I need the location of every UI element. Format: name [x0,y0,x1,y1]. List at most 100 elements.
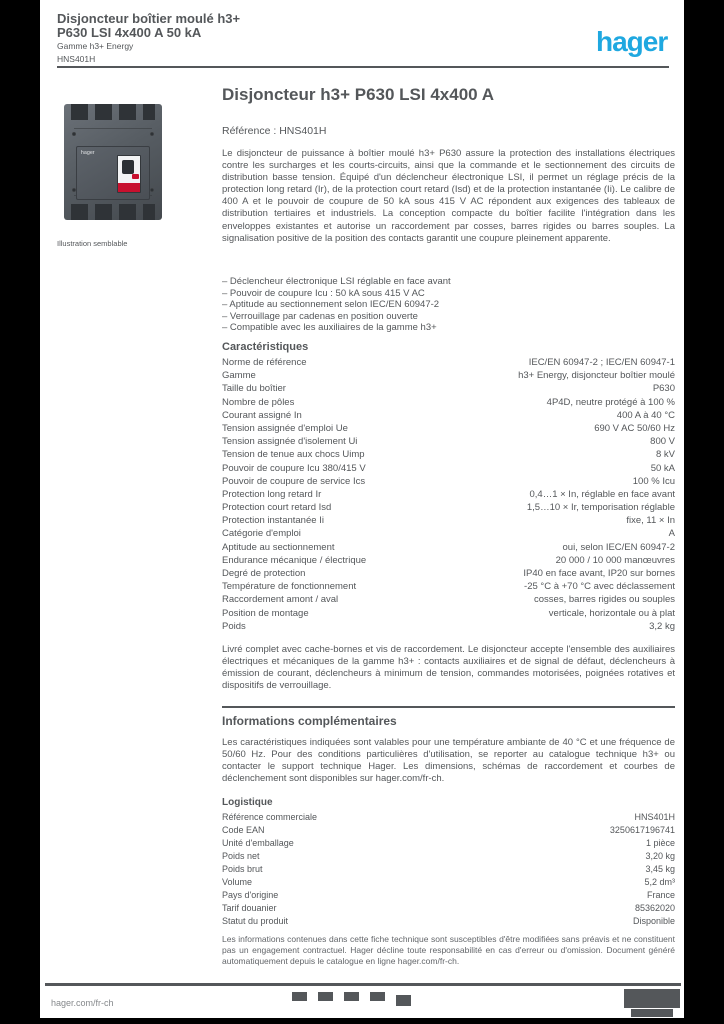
spec-row: Poids brut 3,45 kg [222,863,675,876]
spec-label: Norme de référence [222,357,307,368]
spec-label: Tension assignée d'isolement Ui [222,436,358,448]
spec-value: France [646,890,675,900]
spec-label: Protection court retard Isd [222,502,332,514]
spec-label: Position de montage [222,607,309,619]
spec-row: Pouvoir de coupure Icu 380/415 V 50 kA [222,462,675,475]
spec-value: verticale, horizontale ou à plat [548,607,675,619]
datasheet-page: Disjoncteur boîtier moulé h3+ P630 LSI 4… [40,0,684,1018]
spec-value: 3,2 kg [649,620,675,632]
spec-label: Poids [222,620,246,632]
feature-line: – Compatible avec les auxiliaires de la … [222,322,437,334]
footer-mark-icon [396,995,411,1006]
spec-value: oui, selon IEC/EN 60947-2 [562,541,675,553]
footer-badge-block-small [631,1009,673,1017]
section-heading-additional-info: Informations complémentaires [222,714,397,728]
spec-value: 100 % Icu [632,475,675,487]
breaker-test-button [132,174,139,179]
product-photo: hager [60,94,166,230]
spec-row: Taille du boîtier P630 [222,382,675,395]
footer-mark-icon [318,992,333,1001]
spec-label: Nombre de pôles [222,396,295,408]
spec-row: Tension de tenue aux chocs Uimp 8 kV [222,448,675,461]
spec-value: 400 A à 40 °C [616,409,675,421]
spec-value: 1 pièce [645,838,675,848]
spec-label: Code EAN [222,825,265,835]
spec-row: Norme de référence IEC/EN 60947-2 ; IEC/E… [222,356,675,369]
spec-value: A [668,528,675,540]
photo-caption: Illustration semblable [57,239,128,248]
header-title-line1: Disjoncteur boîtier moulé h3+ [57,11,241,26]
spec-label: Protection instantanée Ii [222,515,324,527]
legal-notice: Les informations contenues dans cette fi… [222,934,675,966]
spec-value: 1,5…10 × Ir, temporisation réglable [526,502,675,514]
spec-label: Température de fonctionnement [222,581,357,593]
spec-label: Tension de tenue aux chocs Uimp [222,449,365,461]
additional-info-paragraph: Les caractéristiques indiquées sont vala… [222,737,675,785]
spec-label: Pouvoir de coupure de service Ics [222,475,366,487]
spec-label: Tension assignée d'emploi Ue [222,422,348,434]
spec-value: 3,45 kg [645,864,675,874]
spec-value: IEC/EN 60947-2 ; IEC/EN 60947-1 [528,357,675,368]
feature-line: – Déclencheur électronique LSI réglable … [222,276,451,287]
spec-label: Protection long retard Ir [222,488,322,500]
spec-label: Volume [222,877,253,887]
breaker-top-terminals [71,104,155,120]
spec-label: Taille du boîtier [222,383,286,395]
spec-value: 50 kA [650,462,675,474]
spec-value: 8 kV [655,449,675,461]
accessories-paragraph: Livré complet avec cache-bornes et vis d… [222,644,675,692]
characteristics-table: Norme de référence IEC/EN 60947-2 ; IEC/E… [222,356,675,633]
spec-row: Volume 5,2 dm³ [222,876,675,889]
header-reference: HNS401H [57,53,96,64]
footer-website-box[interactable]: hager.com/fr-ch [47,991,169,1014]
spec-row: Raccordement amont / aval cosses, barres … [222,593,675,606]
spec-value: 4P4D, neutre protégé à 100 % [546,396,675,408]
spec-value: cosses, barres rigides ou souples [534,594,675,606]
breaker-brand-label: hager [81,150,95,156]
feature-list: – Déclencheur électronique LSI réglable … [222,276,675,334]
footer-badge-block [624,989,680,1008]
spec-label: Unité d'emballage [222,838,294,848]
product-reference-line: Référence : HNS401H [222,125,327,137]
footer-website-link[interactable]: hager.com/fr-ch [51,997,114,1008]
spec-label: Poids brut [222,864,263,874]
spec-label: Degré de protection [222,568,306,579]
section-heading-logistics: Logistique [222,797,273,808]
spec-value: 5,2 dm³ [644,877,675,887]
header-subtitle: Gamme h3+ Energy [57,41,134,51]
header-title-line2: P630 LSI 4x400 A 50 kA [57,24,202,40]
breaker-bottom-terminals [71,204,155,220]
spec-row: Pouvoir de coupure de service Ics 100 % I… [222,475,675,488]
spec-label: Aptitude au sectionnement [222,541,335,553]
footer-marks [292,992,411,1006]
spec-row: Température de fonctionnement -25 °C à +7… [222,580,675,593]
footer-mark-icon [292,992,307,1001]
spec-label: Statut du produit [222,916,289,926]
spec-row: Aptitude au sectionnement oui, selon IEC/… [222,541,675,554]
spec-label: Endurance mécanique / électrique [222,554,367,566]
spec-label: Gamme [222,370,256,382]
footer-page-badge [624,989,680,1017]
spec-row: Poids 3,2 kg [222,620,675,633]
spec-row: Code EAN 3250617196741 [222,824,675,837]
header-product-block: Disjoncteur boîtier moulé h3+ P630 LSI 4… [57,12,240,64]
spec-label: Raccordement amont / aval [222,594,339,606]
product-description: Le disjoncteur de puissance à boîtier mo… [222,148,675,244]
spec-label: Courant assigné In [222,409,302,421]
header-divider [57,66,669,68]
spec-label: Pouvoir de coupure Icu 380/415 V [222,462,366,474]
spec-value: -25 °C à +70 °C avec déclassement [524,581,675,593]
spec-value: P630 [652,383,675,395]
spec-label: Poids net [222,851,260,861]
spec-value: 3250617196741 [609,825,675,835]
feature-line: – Verrouillage par cadenas en position o… [222,310,418,322]
